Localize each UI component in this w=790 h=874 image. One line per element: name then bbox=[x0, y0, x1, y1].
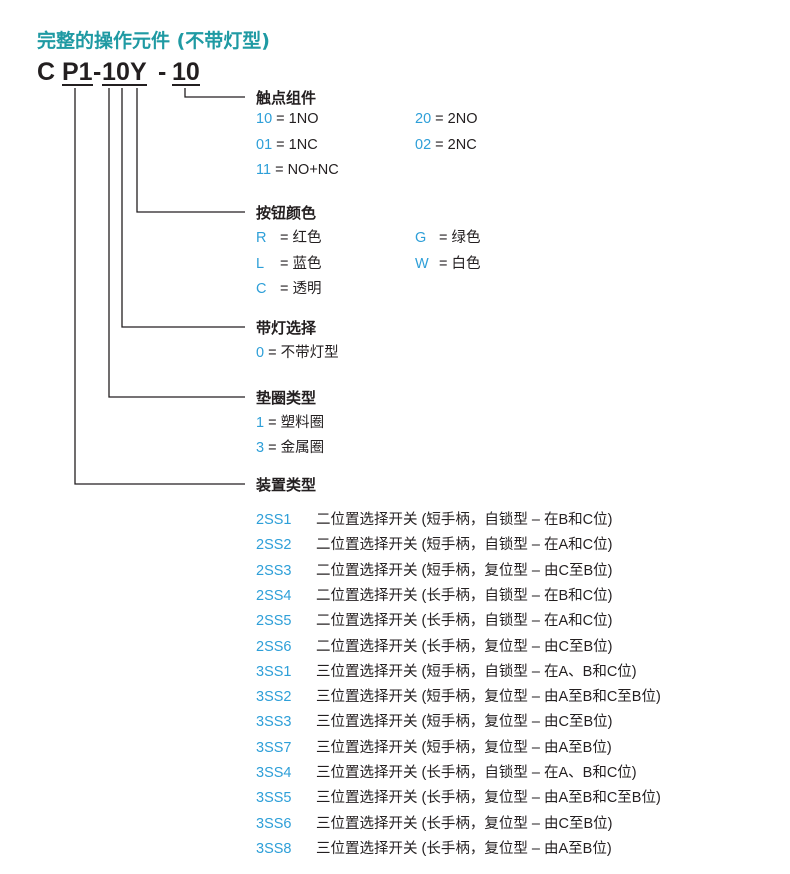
option-code: 2SS5 bbox=[256, 613, 292, 630]
code-0: 0 bbox=[116, 58, 130, 86]
option-item: 20 = 2NO bbox=[415, 111, 477, 127]
option-text: 二位置选择开关 (短手柄，复位型 – 由C至B位) bbox=[316, 562, 613, 579]
option-code: C bbox=[256, 281, 267, 297]
option-item: 3SS8 三位置选择开关 (长手柄，复位型 – 由A至B位) bbox=[256, 837, 612, 858]
option-item: W = 白色 bbox=[415, 252, 481, 273]
option-item: 3SS7 三位置选择开关 (短手柄，复位型 – 由A至B位) bbox=[256, 736, 612, 757]
option-item: 11 = NO+NC bbox=[256, 162, 339, 178]
option-code: 1 bbox=[256, 415, 269, 431]
option-text: = 金属圈 bbox=[268, 440, 325, 456]
code-1: 1 bbox=[102, 58, 116, 86]
option-code: 2SS4 bbox=[256, 587, 292, 604]
option-item: 3SS4 三位置选择开关 (长手柄，自锁型 – 在A、B和C位) bbox=[256, 761, 637, 782]
option-text: 三位置选择开关 (长手柄，自锁型 – 在A、B和C位) bbox=[316, 765, 637, 781]
option-item: G = 绿色 bbox=[415, 226, 481, 247]
option-item: 2SS2 二位置选择开关 (短手柄，自锁型 – 在A和C位) bbox=[256, 533, 612, 554]
option-text: = 塑料圈 bbox=[268, 415, 325, 431]
section-heading: 触点组件 bbox=[256, 89, 317, 107]
option-code: 0 bbox=[256, 345, 269, 361]
option-code: 3SS3 bbox=[256, 714, 292, 731]
option-code: 3SS2 bbox=[256, 689, 292, 706]
option-code: 3 bbox=[256, 440, 269, 456]
option-text: 二位置选择开关 (长手柄，复位型 – 由C至B位) bbox=[316, 638, 613, 655]
option-code: 3SS7 bbox=[256, 739, 292, 756]
option-code: L bbox=[256, 255, 265, 272]
option-item: 2SS3 二位置选择开关 (短手柄，复位型 – 由C至B位) bbox=[256, 559, 612, 580]
option-code: 10 bbox=[256, 111, 277, 127]
option-code: 01 bbox=[256, 136, 277, 153]
option-text: = NO+NC bbox=[275, 162, 339, 178]
option-text: 三位置选择开关 (短手柄，复位型 – 由C至B位) bbox=[316, 714, 613, 731]
option-text: = 透明 bbox=[280, 281, 322, 297]
code-dash-2: - bbox=[158, 58, 167, 86]
option-item: 3SS6 三位置选择开关 (长手柄，复位型 – 由C至B位) bbox=[256, 812, 612, 833]
option-text: = 1NC bbox=[276, 136, 318, 153]
option-text: = 白色 bbox=[439, 255, 481, 272]
option-item: 3SS3 三位置选择开关 (短手柄，复位型 – 由C至B位) bbox=[256, 710, 612, 731]
option-text: = 1NO bbox=[276, 111, 319, 127]
option-item: 2SS5 二位置选择开关 (长手柄，自锁型 – 在A和C位) bbox=[256, 609, 612, 630]
option-code: R bbox=[256, 230, 267, 246]
code-dash-1: - bbox=[93, 58, 102, 86]
option-text: = 2NC bbox=[435, 136, 477, 153]
option-item: 2SS4 二位置选择开关 (长手柄，自锁型 – 在B和C位) bbox=[256, 584, 612, 605]
code-p1: P1 bbox=[62, 58, 93, 86]
option-code: G bbox=[415, 230, 427, 246]
option-item: 10 = 1NO bbox=[256, 111, 318, 127]
option-code: 3SS1 bbox=[256, 663, 292, 680]
option-item: 2SS1 二位置选择开关 (短手柄，自锁型 – 在B和C位) bbox=[256, 508, 612, 529]
section-heading: 垫圈类型 bbox=[256, 389, 317, 407]
option-code: 3SS8 bbox=[256, 840, 292, 857]
option-item: C = 透明 bbox=[256, 277, 322, 298]
option-text: 三位置选择开关 (长手柄，复位型 – 由A至B和C至B位) bbox=[316, 790, 661, 807]
section-heading: 装置类型 bbox=[256, 476, 317, 494]
option-code: 2SS6 bbox=[256, 638, 292, 655]
option-text: 三位置选择开关 (长手柄，复位型 – 由A至B位) bbox=[316, 840, 612, 857]
option-item: 3SS2 三位置选择开关 (短手柄，复位型 – 由A至B和C至B位) bbox=[256, 685, 661, 706]
section-heading: 按钮颜色 bbox=[256, 204, 317, 222]
option-code: W bbox=[415, 255, 429, 272]
option-text: = 2NO bbox=[435, 111, 478, 127]
option-item: 2SS6 二位置选择开关 (长手柄，复位型 – 由C至B位) bbox=[256, 635, 612, 656]
option-text: = 不带灯型 bbox=[268, 345, 339, 361]
code-c: C bbox=[37, 58, 56, 86]
option-item: R = 红色 bbox=[256, 226, 322, 247]
option-text: = 蓝色 bbox=[280, 255, 322, 272]
option-text: 三位置选择开关 (短手柄，复位型 – 由A至B和C至B位) bbox=[316, 689, 661, 706]
option-text: = 绿色 bbox=[439, 230, 481, 246]
option-code: 3SS6 bbox=[256, 815, 292, 832]
code-y: Y bbox=[130, 58, 147, 86]
option-text: 二位置选择开关 (长手柄，自锁型 – 在A和C位) bbox=[316, 613, 613, 630]
option-item: 3SS5 三位置选择开关 (长手柄，复位型 – 由A至B和C至B位) bbox=[256, 786, 661, 807]
option-text: = 红色 bbox=[280, 230, 322, 246]
option-item: 01 = 1NC bbox=[256, 137, 318, 153]
option-code: 3SS4 bbox=[256, 765, 292, 781]
option-text: 三位置选择开关 (短手柄，复位型 – 由A至B位) bbox=[316, 739, 612, 756]
option-code: 11 bbox=[256, 162, 276, 178]
option-code: 02 bbox=[415, 136, 436, 153]
section-heading: 带灯选择 bbox=[256, 319, 317, 337]
option-text: 二位置选择开关 (长手柄，自锁型 – 在B和C位) bbox=[316, 587, 613, 604]
code-10: 10 bbox=[172, 58, 200, 86]
option-code: 2SS3 bbox=[256, 562, 292, 579]
page-title: 完整的操作元件 (不带灯型) bbox=[37, 30, 270, 52]
option-code: 20 bbox=[415, 111, 436, 127]
option-item: 0 = 不带灯型 bbox=[256, 341, 339, 362]
option-item: L = 蓝色 bbox=[256, 252, 322, 273]
option-text: 三位置选择开关 (长手柄，复位型 – 由C至B位) bbox=[316, 815, 613, 832]
option-code: 3SS5 bbox=[256, 790, 292, 807]
option-item: 3SS1 三位置选择开关 (短手柄，自锁型 – 在A、B和C位) bbox=[256, 660, 637, 681]
option-text: 三位置选择开关 (短手柄，自锁型 – 在A、B和C位) bbox=[316, 663, 637, 680]
option-item: 02 = 2NC bbox=[415, 137, 477, 153]
option-code: 2SS2 bbox=[256, 537, 292, 554]
option-text: 二位置选择开关 (短手柄，自锁型 – 在B和C位) bbox=[316, 512, 613, 528]
option-code: 2SS1 bbox=[256, 512, 292, 528]
option-text: 二位置选择开关 (短手柄，自锁型 – 在A和C位) bbox=[316, 537, 613, 554]
option-item: 3 = 金属圈 bbox=[256, 436, 324, 457]
option-item: 1 = 塑料圈 bbox=[256, 411, 324, 432]
